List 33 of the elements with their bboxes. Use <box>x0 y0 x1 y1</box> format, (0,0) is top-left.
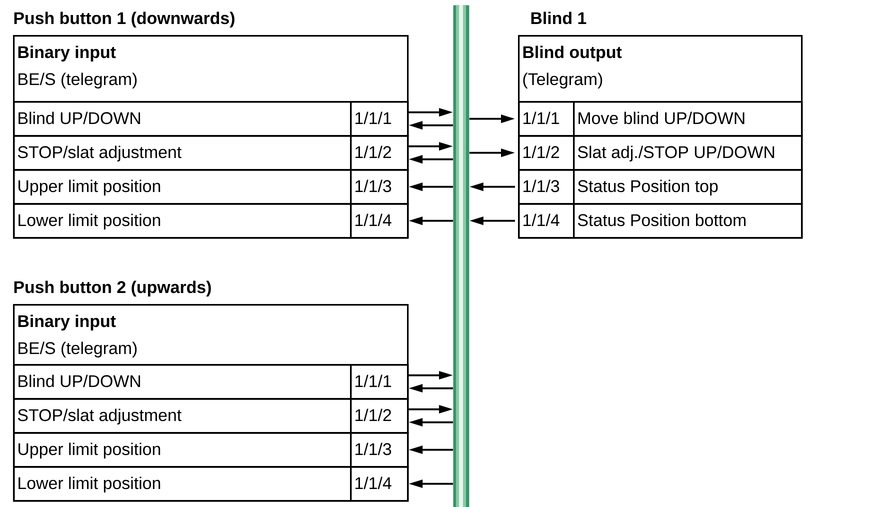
table-cell: 1/1/3 <box>350 169 409 205</box>
table-cell: 1/1/2 <box>350 398 409 434</box>
panel-title: Binary input <box>18 314 116 330</box>
table-cell: Lower limit position <box>13 203 352 239</box>
panel-subtitle: BE/S (telegram) <box>18 342 137 358</box>
table-cell: 1/1/4 <box>350 466 409 502</box>
table-cell: Status Position bottom <box>573 203 803 239</box>
table-cell: Upper limit position <box>13 432 352 468</box>
table-cell: Move blind UP/DOWN <box>573 101 803 137</box>
table-cell: 1/1/1 <box>350 364 409 400</box>
table-cell: STOP/slat adjustment <box>13 135 352 171</box>
table-cell: 1/1/2 <box>518 135 575 171</box>
panel-heading: Push button 1 (downwards) <box>14 12 234 28</box>
table-cell: 1/1/4 <box>350 203 409 239</box>
table-cell: Lower limit position <box>13 466 352 502</box>
table-cell: 1/1/2 <box>350 135 409 171</box>
table-cell: Upper limit position <box>13 169 352 205</box>
table-cell: Blind UP/DOWN <box>13 364 352 400</box>
table-cell: Status Position top <box>573 169 803 205</box>
panel-heading: Push button 2 (upwards) <box>14 280 211 296</box>
table-cell: Slat adj./STOP UP/DOWN <box>573 135 803 171</box>
table-cell: Blind UP/DOWN <box>13 101 352 137</box>
panel-title: Binary input <box>18 46 116 62</box>
panel-subtitle: (Telegram) <box>523 72 602 88</box>
panel-subtitle: BE/S (telegram) <box>18 72 137 88</box>
panel-title: Blind output <box>523 46 622 62</box>
panel-heading: Blind 1 <box>531 12 586 24</box>
table-cell: 1/1/1 <box>518 101 575 137</box>
table-cell: 1/1/3 <box>518 169 575 205</box>
table-cell: STOP/slat adjustment <box>13 398 352 434</box>
table-cell: 1/1/4 <box>518 203 575 239</box>
table-cell: 1/1/3 <box>350 432 409 468</box>
table-cell: 1/1/1 <box>350 101 409 137</box>
